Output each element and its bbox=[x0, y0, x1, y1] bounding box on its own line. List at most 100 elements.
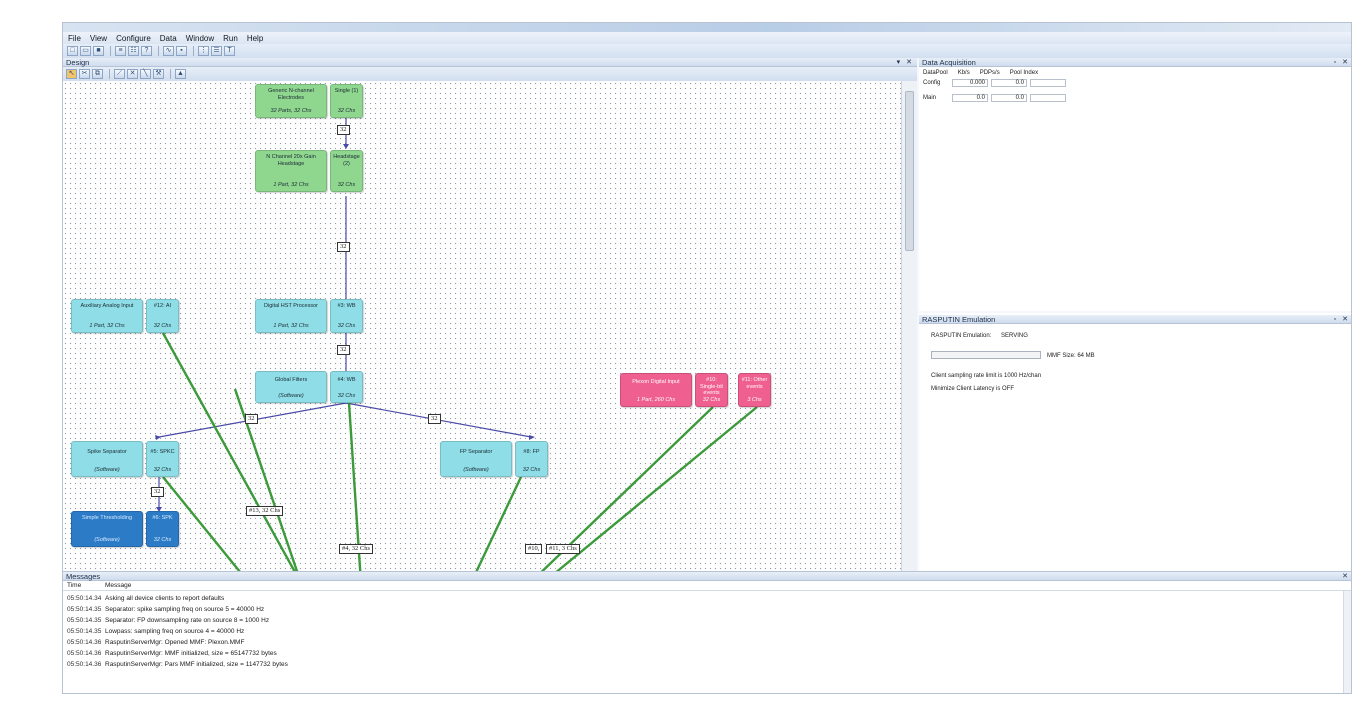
menu-window[interactable]: Window bbox=[185, 33, 215, 43]
wb4-output-node[interactable]: #4: WB 32 Chs bbox=[330, 371, 363, 403]
node-info: 32 Chs bbox=[522, 466, 541, 473]
single-output-node[interactable]: Single (1) 32 Chs bbox=[330, 84, 363, 118]
rate-limit-text: Client sampling rate limit is 1000 Hz/ch… bbox=[931, 373, 1042, 379]
global-filters-node[interactable]: Global Filters (Software) bbox=[255, 371, 327, 403]
menu-data[interactable]: Data bbox=[159, 33, 177, 43]
node-info: 1 Part, 32 Chs bbox=[273, 322, 309, 329]
list-icon[interactable]: ☰ bbox=[211, 46, 222, 56]
headstage-output-node[interactable]: Headstage (2) 32 Chs bbox=[330, 150, 363, 192]
plexon-digital-node[interactable]: Plexon Digital Input 1 Part, 260 Chs bbox=[620, 373, 692, 407]
pool-name: Main bbox=[923, 95, 937, 101]
connect-icon[interactable]: ⟋ bbox=[114, 69, 125, 79]
design-canvas[interactable]: Generic N-channel Electrodes 32 Parts, 3… bbox=[63, 81, 901, 583]
toolbar-separator bbox=[109, 69, 110, 79]
simple-thresholding-node[interactable]: Simple Thresholding (Software) bbox=[71, 511, 143, 547]
connection-label: #13, 32 Chs bbox=[246, 506, 284, 516]
arrow-head bbox=[156, 507, 162, 512]
arrow-head bbox=[155, 435, 161, 440]
cut-icon[interactable]: ✂ bbox=[79, 69, 90, 79]
wb3-output-node[interactable]: #3: WB 32 Chs bbox=[330, 299, 363, 333]
layout-icon[interactable]: ▪ bbox=[176, 46, 187, 56]
digital-hst-node[interactable]: Digital HST Processor 1 Part, 32 Chs bbox=[255, 299, 327, 333]
delete-icon[interactable]: ✕ bbox=[127, 69, 138, 79]
save-icon[interactable]: ■ bbox=[93, 46, 104, 56]
ai-output-node[interactable]: #12: AI 32 Chs bbox=[146, 299, 179, 333]
tool-icon[interactable]: ⚒ bbox=[153, 69, 164, 79]
col-pool-index: Pool Index bbox=[1009, 70, 1039, 76]
data-line bbox=[347, 402, 363, 583]
electrodes-node[interactable]: Generic N-channel Electrodes 32 Parts, 3… bbox=[255, 84, 327, 118]
messages-scrollbar[interactable] bbox=[1343, 591, 1351, 693]
headstage-node[interactable]: N Channel 20x Gain Headstage 1 Part, 32 … bbox=[255, 150, 327, 192]
fp-output-node[interactable]: #8: FP 32 Chs bbox=[515, 441, 548, 477]
menu-file[interactable]: File bbox=[68, 33, 81, 43]
data-line bbox=[161, 332, 303, 583]
panel-controls-icon[interactable]: ✕ bbox=[1342, 573, 1350, 580]
network-icon[interactable]: ☷ bbox=[128, 46, 139, 56]
node-title: Digital HST Processor bbox=[264, 303, 318, 309]
arrow-head bbox=[529, 435, 535, 440]
data-acquisition-title: Data Acquisition ▫ ✕ bbox=[919, 58, 1351, 67]
node-title: #12: AI bbox=[153, 303, 172, 309]
data-line bbox=[469, 476, 523, 583]
single-bit-events-node[interactable]: #10: Single-bit events 32 Chs bbox=[695, 373, 728, 407]
node-info: 32 Chs bbox=[337, 107, 356, 114]
copy-icon[interactable]: ⧉ bbox=[92, 69, 103, 79]
design-panel: Design ▾ ✕ ↖ ✂ ⧉ ⟋ ✕ ╲ ⚒ ▲ bbox=[63, 58, 917, 595]
menu-help[interactable]: Help bbox=[246, 33, 264, 43]
connection-label: #11, 3 Chs bbox=[546, 544, 580, 554]
node-title: Headstage (2) bbox=[333, 154, 360, 167]
spike-separator-node[interactable]: Spike Separator (Software) bbox=[71, 441, 143, 477]
connection-lines bbox=[155, 118, 758, 583]
panel-controls-icon[interactable]: ▾ ✕ bbox=[896, 59, 914, 66]
rasputin-title-text: RASPUTIN Emulation bbox=[922, 315, 996, 324]
channel-count-label: 32 bbox=[428, 414, 441, 424]
data-acquisition-panel: Data Acquisition ▫ ✕ DataPool Kb/s PDPs/… bbox=[919, 58, 1351, 311]
open-folder-icon[interactable]: ▭ bbox=[80, 46, 91, 56]
message-text: Separator: spike sampling freq on source… bbox=[105, 606, 265, 613]
node-info: 3 Chs bbox=[747, 396, 762, 403]
other-events-node[interactable]: #11: Other events 3 Chs bbox=[738, 373, 771, 407]
toolbar-separator bbox=[158, 46, 159, 56]
node-title: #6: SPK bbox=[152, 515, 173, 521]
pointer-icon[interactable]: ↖ bbox=[66, 69, 77, 79]
node-info: 32 Chs bbox=[153, 322, 172, 329]
fp-separator-node[interactable]: FP Separator (Software) bbox=[440, 441, 512, 477]
data-acquisition-title-text: Data Acquisition bbox=[922, 58, 976, 67]
scroll-thumb[interactable] bbox=[905, 91, 914, 251]
chart-icon[interactable]: ▲ bbox=[175, 69, 186, 79]
design-vertical-scrollbar[interactable] bbox=[901, 81, 917, 583]
channel-count-label: 32 bbox=[337, 125, 350, 135]
arrow-head bbox=[343, 144, 349, 149]
line-icon[interactable]: ╲ bbox=[140, 69, 151, 79]
messages-title: Messages ✕ bbox=[63, 572, 1351, 581]
menu-run[interactable]: Run bbox=[223, 33, 238, 43]
channel-count-label: 32 bbox=[245, 414, 258, 424]
node-info: 32 Chs bbox=[337, 392, 356, 399]
node-info: 1 Part, 32 Chs bbox=[273, 181, 309, 188]
probe-icon[interactable]: ? bbox=[141, 46, 152, 56]
design-panel-title-text: Design bbox=[66, 58, 90, 67]
pool-pdps: 0.0 bbox=[991, 79, 1027, 87]
new-file-icon[interactable]: □ bbox=[67, 46, 78, 56]
rasputin-panel: RASPUTIN Emulation ▫ ✕ RASPUTIN Emulatio… bbox=[919, 313, 1351, 595]
tee-icon[interactable]: T bbox=[224, 46, 235, 56]
wave-icon[interactable]: ∿ bbox=[163, 46, 174, 56]
node-info: (Software) bbox=[463, 466, 489, 473]
spk-output-node[interactable]: #6: SPK 32 Chs bbox=[146, 511, 179, 547]
toolbar-separator bbox=[170, 69, 171, 79]
rasputin-title: RASPUTIN Emulation ▫ ✕ bbox=[919, 315, 1351, 324]
panel-controls-icon[interactable]: ▫ ✕ bbox=[1333, 316, 1350, 323]
menu-configure[interactable]: Configure bbox=[116, 33, 151, 43]
menu-view[interactable]: View bbox=[89, 33, 108, 43]
node-title: #3: WB bbox=[337, 303, 356, 309]
toolbar-separator bbox=[110, 46, 111, 56]
pool-index bbox=[1030, 79, 1066, 87]
main-toolbar: □ ▭ ■ ≡ ☷ ? ∿ ▪ ⋮ ☰ T bbox=[63, 44, 1351, 58]
device-icon[interactable]: ≡ bbox=[115, 46, 126, 56]
spkc-output-node[interactable]: #5: SPKC 32 Chs bbox=[146, 441, 179, 477]
node-title: #4: WB bbox=[337, 377, 356, 383]
aux-analog-node[interactable]: Auxiliary Analog Input 1 Part, 32 Chs bbox=[71, 299, 143, 333]
panel-controls-icon[interactable]: ▫ ✕ bbox=[1333, 59, 1350, 66]
grid-icon[interactable]: ⋮ bbox=[198, 46, 209, 56]
